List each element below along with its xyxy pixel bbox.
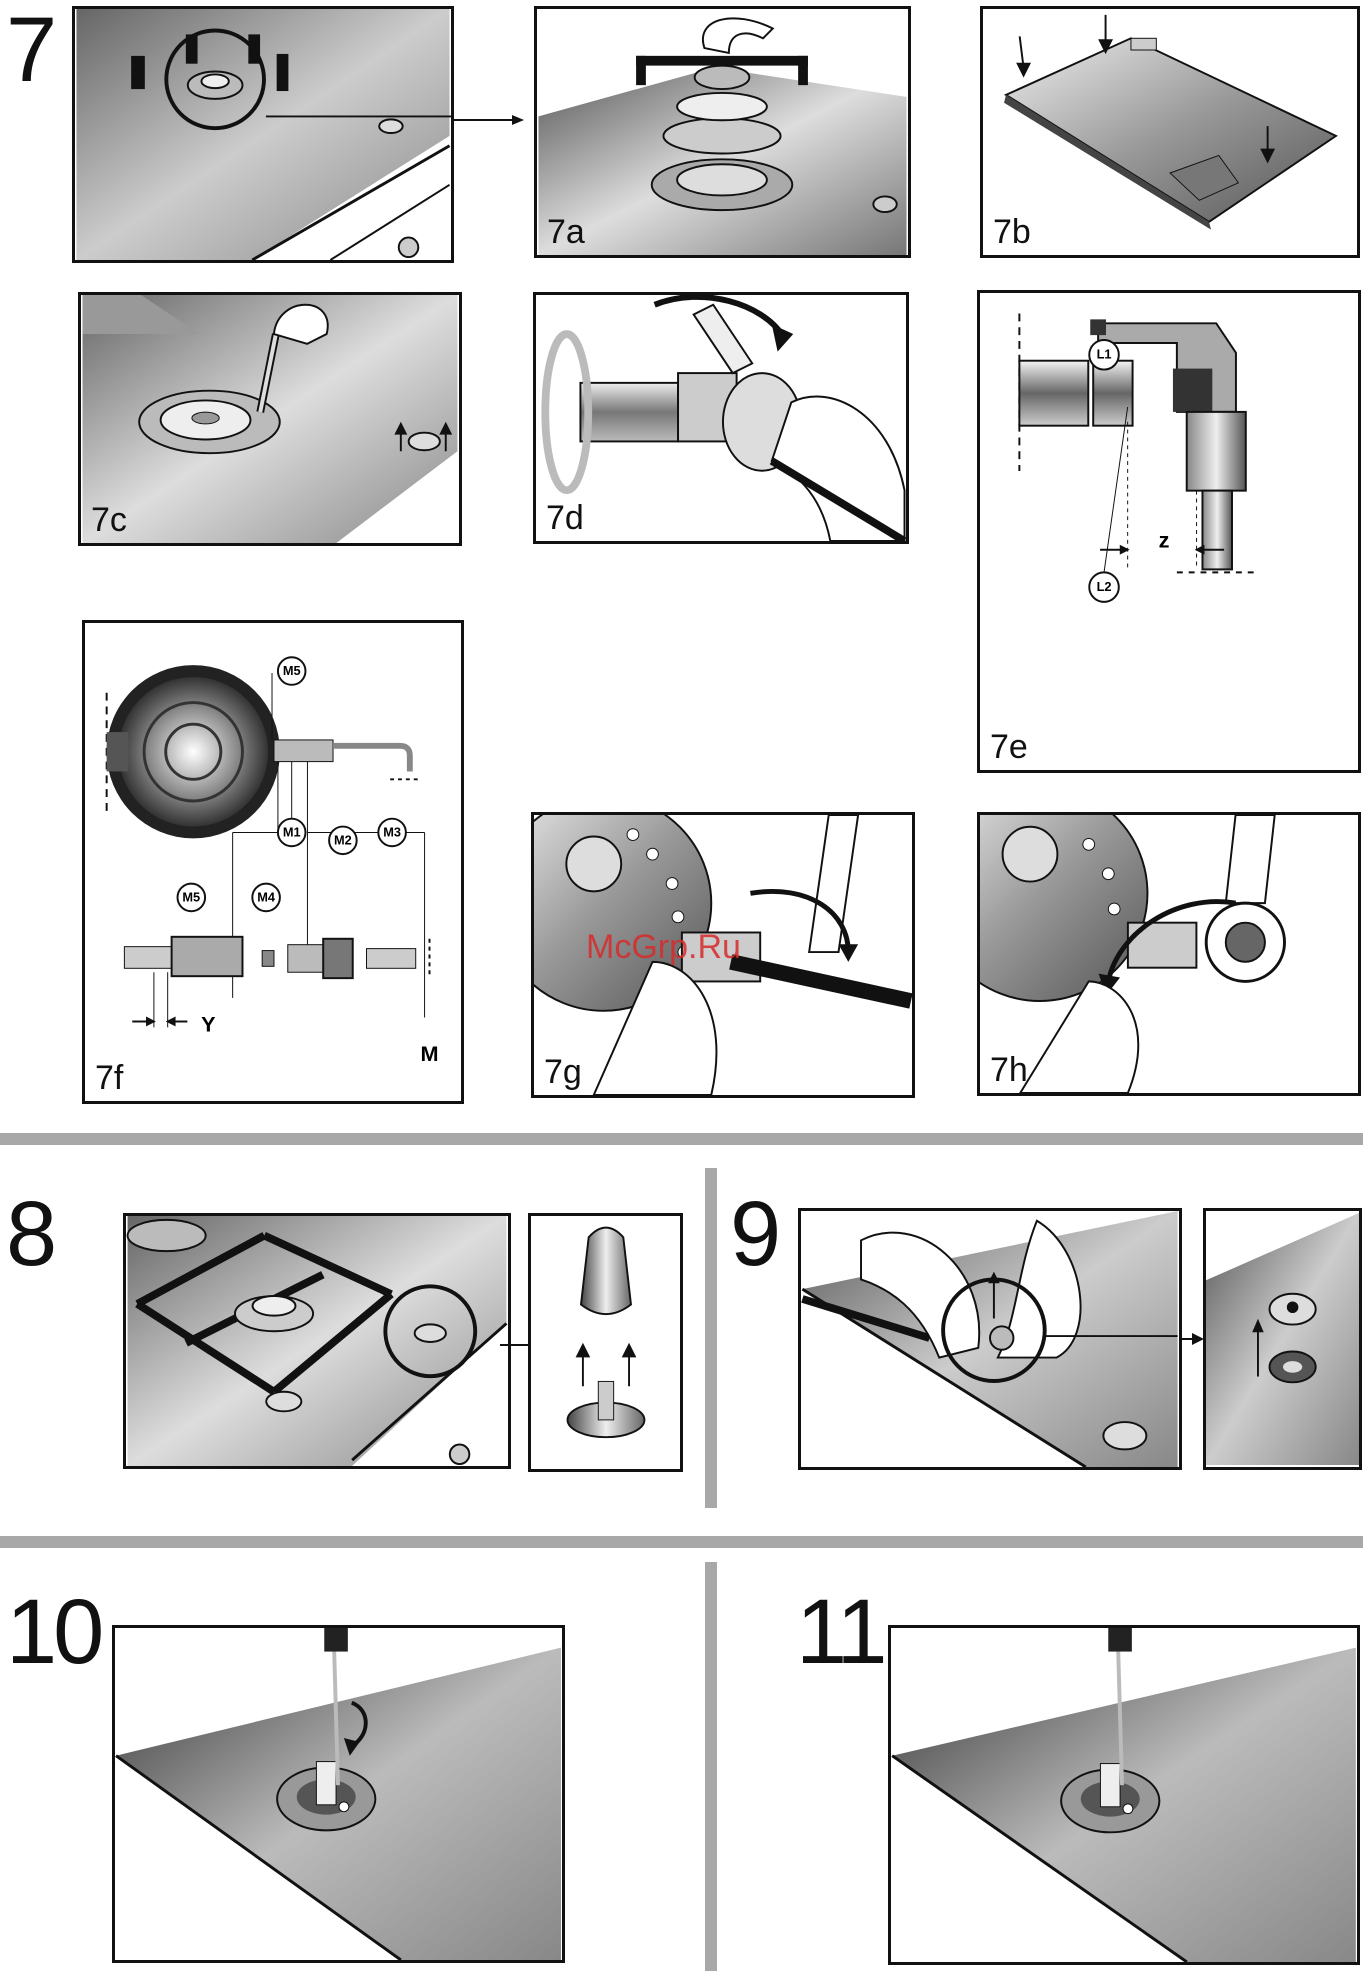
callout-l2: L2 — [1097, 579, 1112, 594]
panel-7f-label: 7f — [95, 1061, 123, 1095]
separator-bar-v2 — [705, 1562, 717, 1971]
arrow-to-7a — [454, 112, 524, 122]
label-m: M — [420, 1041, 438, 1066]
panel-7b: 7b — [980, 6, 1360, 258]
callout-m3: M3 — [383, 824, 401, 839]
dimension-z: z — [1159, 528, 1170, 553]
callout-m5-top: M5 — [283, 663, 301, 678]
panel-11 — [888, 1625, 1360, 1965]
separator-bar-top — [0, 1133, 1363, 1145]
panel-7a: 7a — [534, 6, 911, 258]
callout-m1: M1 — [283, 824, 301, 839]
callout-m4: M4 — [257, 889, 276, 904]
gas-valve-exploded-diagram: M5 M1 M2 M3 M5 M4 Y M — [85, 623, 461, 1101]
knob-spindle-detail — [1206, 1211, 1359, 1467]
adjust-screw-illustration-10 — [115, 1628, 562, 1960]
panel-7f: M5 M1 M2 M3 M5 M4 Y M 7f — [82, 620, 464, 1104]
step-10-number: 10 — [6, 1586, 100, 1678]
injector-wrench-illustration — [536, 295, 906, 541]
hob-burner-illustration — [75, 9, 451, 260]
separator-bar-middle — [0, 1536, 1363, 1548]
hob-underside-illustration — [983, 9, 1357, 255]
panel-7h-label: 7h — [990, 1053, 1028, 1087]
burner-removal-illustration — [537, 9, 908, 255]
separator-bar-v1 — [705, 1168, 717, 1508]
panel-7b-label: 7b — [993, 215, 1031, 249]
screwdriver-burner-illustration — [81, 295, 459, 543]
panel-7h: 7h — [977, 812, 1361, 1096]
panel-7g-label: 7g — [544, 1055, 582, 1089]
dimension-y: Y — [201, 1011, 216, 1036]
panel-7e: L1 L2 z 7e — [977, 290, 1361, 773]
panel-7d: 7d — [533, 292, 909, 544]
panel-8-detail — [528, 1213, 683, 1472]
panel-10 — [112, 1625, 565, 1963]
panel-8-hob — [123, 1213, 511, 1469]
step-11-number: 11 — [796, 1586, 884, 1678]
hob-knob-illustration — [126, 1216, 508, 1466]
panel-9-detail — [1203, 1208, 1362, 1470]
callout-l1: L1 — [1097, 347, 1112, 362]
panel-7a-label: 7a — [547, 215, 585, 249]
panel-7-overview — [72, 6, 454, 263]
panel-7c: 7c — [78, 292, 462, 546]
step-9-number: 9 — [730, 1188, 777, 1280]
knob-removal-illustration — [801, 1211, 1179, 1467]
panel-7e-label: 7e — [990, 730, 1028, 764]
adjust-screw-illustration-11 — [891, 1628, 1357, 1962]
valve-wrench-illustration-7h — [980, 815, 1358, 1093]
panel-7c-label: 7c — [91, 503, 127, 537]
bypass-screw-diagram: L1 L2 z — [980, 293, 1358, 770]
panel-9-hob — [798, 1208, 1182, 1470]
step-7-number: 7 — [6, 4, 53, 96]
knob-detail-illustration — [531, 1216, 680, 1469]
callout-m2: M2 — [334, 832, 352, 847]
watermark: McGrp.Ru — [586, 928, 741, 967]
step-8-number: 8 — [6, 1188, 53, 1280]
arrow-9-to-detail — [1180, 1332, 1204, 1344]
panel-7d-label: 7d — [546, 501, 584, 535]
callout-m5-bottom: M5 — [182, 889, 200, 904]
